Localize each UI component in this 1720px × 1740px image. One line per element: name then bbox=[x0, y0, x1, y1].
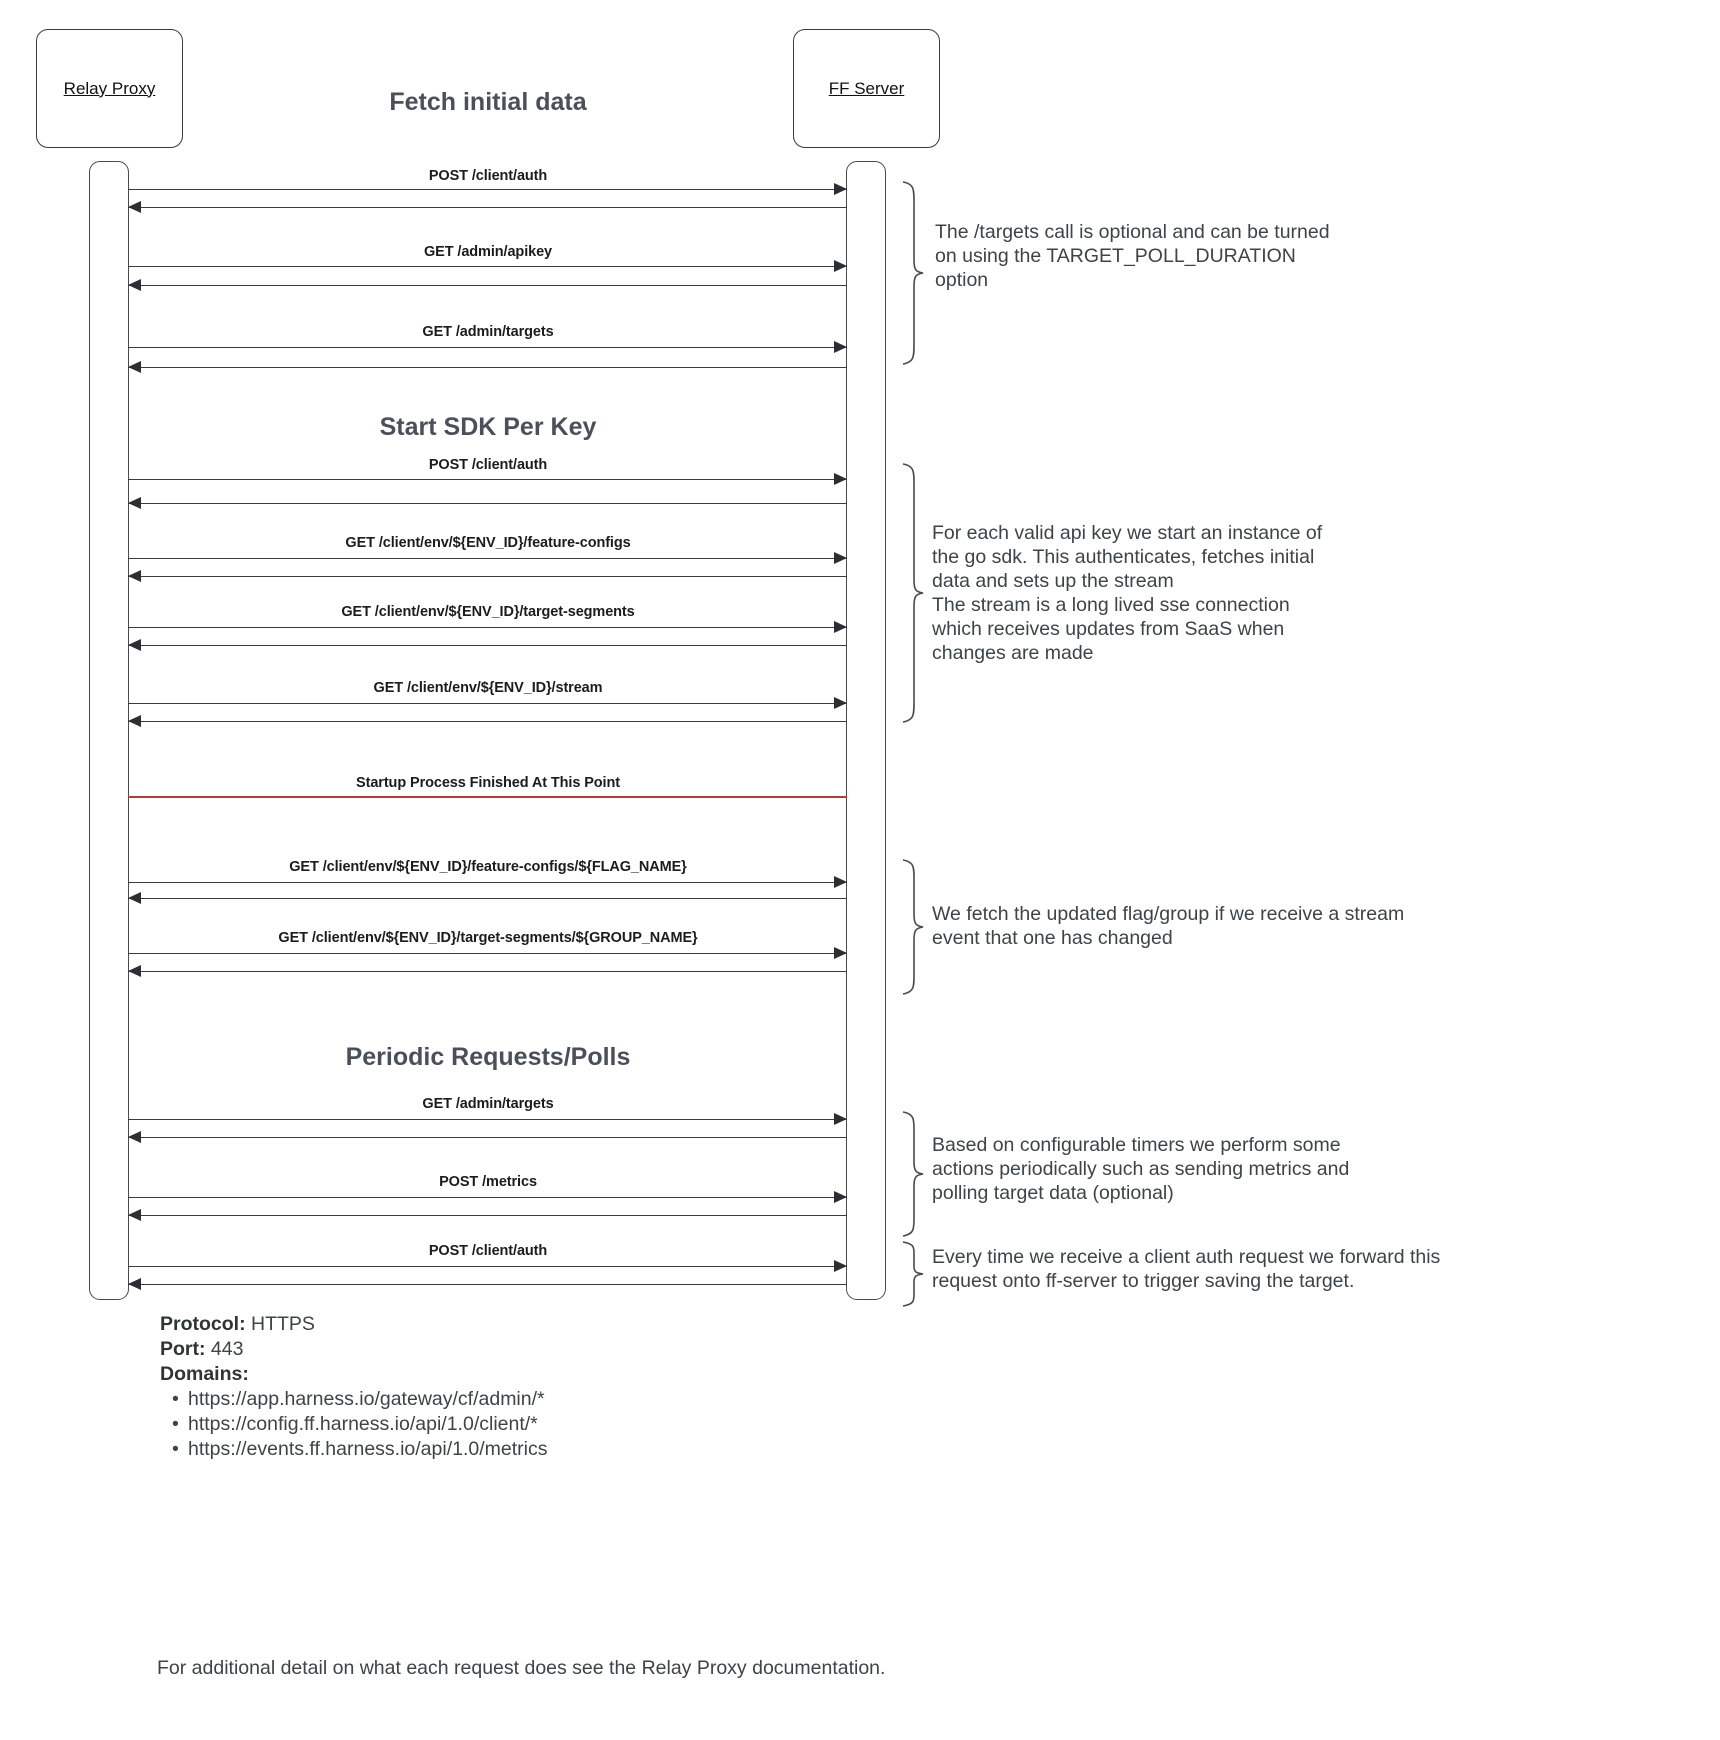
arrow-head-m4-request bbox=[834, 473, 847, 485]
participant-ff-server[interactable]: FF Server bbox=[793, 29, 940, 148]
footer-domains-list: https://app.harness.io/gateway/cf/admin/… bbox=[160, 1387, 860, 1462]
arrow-head-m2-response bbox=[128, 279, 141, 291]
message-label-m11: POST /metrics bbox=[439, 1174, 537, 1190]
message-arrow-m8-request bbox=[128, 882, 847, 884]
note-targets-optional: The /targets call is optional and can be… bbox=[935, 221, 1330, 291]
arrow-head-m10-response bbox=[128, 1131, 141, 1143]
participant-relay-proxy[interactable]: Relay Proxy bbox=[36, 29, 183, 148]
message-label-m12: POST /client/auth bbox=[428, 1243, 548, 1259]
participant-relay-proxy-label: Relay Proxy bbox=[63, 78, 156, 98]
message-label-m4: POST /client/auth bbox=[428, 457, 548, 473]
message-label-m6: GET /client/env/${ENV_ID}/target-segment… bbox=[341, 604, 635, 620]
message-arrow-m8-response bbox=[128, 898, 847, 900]
message-arrow-m12-response bbox=[128, 1284, 847, 1286]
message-arrow-m9-request bbox=[128, 953, 847, 955]
message-arrow-m3-response bbox=[128, 367, 847, 369]
arrow-head-m12-request bbox=[834, 1260, 847, 1272]
lifeline-relay-proxy bbox=[89, 161, 129, 1300]
message-label-m1: POST /client/auth bbox=[428, 168, 548, 184]
message-arrow-m6-response bbox=[128, 645, 847, 647]
message-arrow-m9-response bbox=[128, 971, 847, 973]
brace-note-client-auth-forward bbox=[900, 1240, 926, 1308]
arrow-head-m7-request bbox=[834, 697, 847, 709]
section-title-start-sdk-per-key: Start SDK Per Key bbox=[379, 413, 597, 441]
footer-protocol-key: Protocol: bbox=[160, 1313, 246, 1335]
footer-port-key: Port: bbox=[160, 1337, 206, 1360]
message-arrow-m2-request bbox=[128, 266, 847, 268]
note-periodic-timers: Based on configurable timers we perform … bbox=[932, 1134, 1350, 1204]
arrow-head-m6-request bbox=[834, 621, 847, 633]
message-arrow-m6-request bbox=[128, 627, 847, 629]
arrow-head-m1-request bbox=[834, 183, 847, 195]
message-arrow-m2-response bbox=[128, 285, 847, 287]
arrow-head-m11-response bbox=[128, 1209, 141, 1221]
message-arrow-m12-request bbox=[128, 1266, 847, 1268]
message-arrow-m4-request bbox=[128, 479, 847, 481]
message-arrow-m3-request bbox=[128, 347, 847, 349]
arrow-head-m2-request bbox=[834, 260, 847, 272]
message-label-m10: GET /admin/targets bbox=[422, 1096, 554, 1112]
list-item: https://app.harness.io/gateway/cf/admin/… bbox=[172, 1387, 860, 1412]
divider-label-startup-finished: Startup Process Finished At This Point bbox=[356, 775, 620, 791]
message-arrow-m7-request bbox=[128, 703, 847, 705]
note-stream-update: We fetch the updated flag/group if we re… bbox=[932, 903, 1405, 949]
footer-port-value: 443 bbox=[210, 1337, 244, 1360]
message-arrow-m1-response bbox=[128, 207, 847, 209]
brace-note-sdk-instance bbox=[900, 462, 926, 724]
section-title-periodic-requests: Periodic Requests/Polls bbox=[345, 1043, 631, 1071]
message-label-m2: GET /admin/apikey bbox=[423, 244, 553, 260]
footer-domains-key: Domains: bbox=[160, 1362, 249, 1385]
message-arrow-m5-request bbox=[128, 558, 847, 560]
brace-note-stream-update bbox=[900, 858, 926, 996]
footer-note: For additional detail on what each reque… bbox=[157, 1657, 886, 1679]
arrow-head-m9-response bbox=[128, 965, 141, 977]
lifeline-ff-server bbox=[846, 161, 886, 1300]
footer-info: Protocol: HTTPS Port: 443 Domains: https… bbox=[160, 1312, 860, 1462]
footer-protocol-row: Protocol: HTTPS bbox=[160, 1312, 860, 1337]
message-arrow-m10-request bbox=[128, 1119, 847, 1121]
note-client-auth-forward: Every time we receive a client auth requ… bbox=[932, 1246, 1441, 1292]
brace-note-targets-optional bbox=[900, 180, 926, 365]
message-arrow-m4-response bbox=[128, 503, 847, 505]
arrow-head-m3-response bbox=[128, 361, 141, 373]
arrow-head-m12-response bbox=[128, 1278, 141, 1290]
arrow-head-m3-request bbox=[834, 341, 847, 353]
message-arrow-m7-response bbox=[128, 721, 847, 723]
brace-note-periodic-timers bbox=[900, 1110, 926, 1238]
divider-line-startup-finished bbox=[128, 796, 847, 798]
arrow-head-m8-response bbox=[128, 892, 141, 904]
message-label-m9: GET /client/env/${ENV_ID}/target-segment… bbox=[278, 930, 698, 946]
list-item: https://events.ff.harness.io/api/1.0/met… bbox=[172, 1437, 860, 1462]
arrow-head-m10-request bbox=[834, 1113, 847, 1125]
message-label-m3: GET /admin/targets bbox=[422, 324, 554, 340]
arrow-head-m7-response bbox=[128, 715, 141, 727]
arrow-head-m5-request bbox=[834, 552, 847, 564]
message-arrow-m1-request bbox=[128, 189, 847, 191]
arrow-head-m6-response bbox=[128, 639, 141, 651]
participant-ff-server-label: FF Server bbox=[828, 78, 905, 98]
message-label-m8: GET /client/env/${ENV_ID}/feature-config… bbox=[289, 859, 687, 875]
list-item: https://config.ff.harness.io/api/1.0/cli… bbox=[172, 1412, 860, 1437]
message-arrow-m11-response bbox=[128, 1215, 847, 1217]
message-arrow-m11-request bbox=[128, 1197, 847, 1199]
message-arrow-m10-response bbox=[128, 1137, 847, 1139]
section-title-fetch-initial-data: Fetch initial data bbox=[389, 88, 587, 116]
footer-port-row: Port: 443 bbox=[160, 1337, 860, 1362]
arrow-head-m11-request bbox=[834, 1191, 847, 1203]
footer-domains-row: Domains: bbox=[160, 1362, 860, 1387]
arrow-head-m9-request bbox=[834, 947, 847, 959]
message-arrow-m5-response bbox=[128, 576, 847, 578]
arrow-head-m5-response bbox=[128, 570, 141, 582]
message-label-m7: GET /client/env/${ENV_ID}/stream bbox=[373, 680, 603, 696]
note-sdk-instance: For each valid api key we start an insta… bbox=[932, 522, 1323, 664]
message-label-m5: GET /client/env/${ENV_ID}/feature-config… bbox=[345, 535, 631, 551]
arrow-head-m4-response bbox=[128, 497, 141, 509]
footer-protocol-value: HTTPS bbox=[251, 1313, 315, 1335]
arrow-head-m1-response bbox=[128, 201, 141, 213]
arrow-head-m8-request bbox=[834, 876, 847, 888]
